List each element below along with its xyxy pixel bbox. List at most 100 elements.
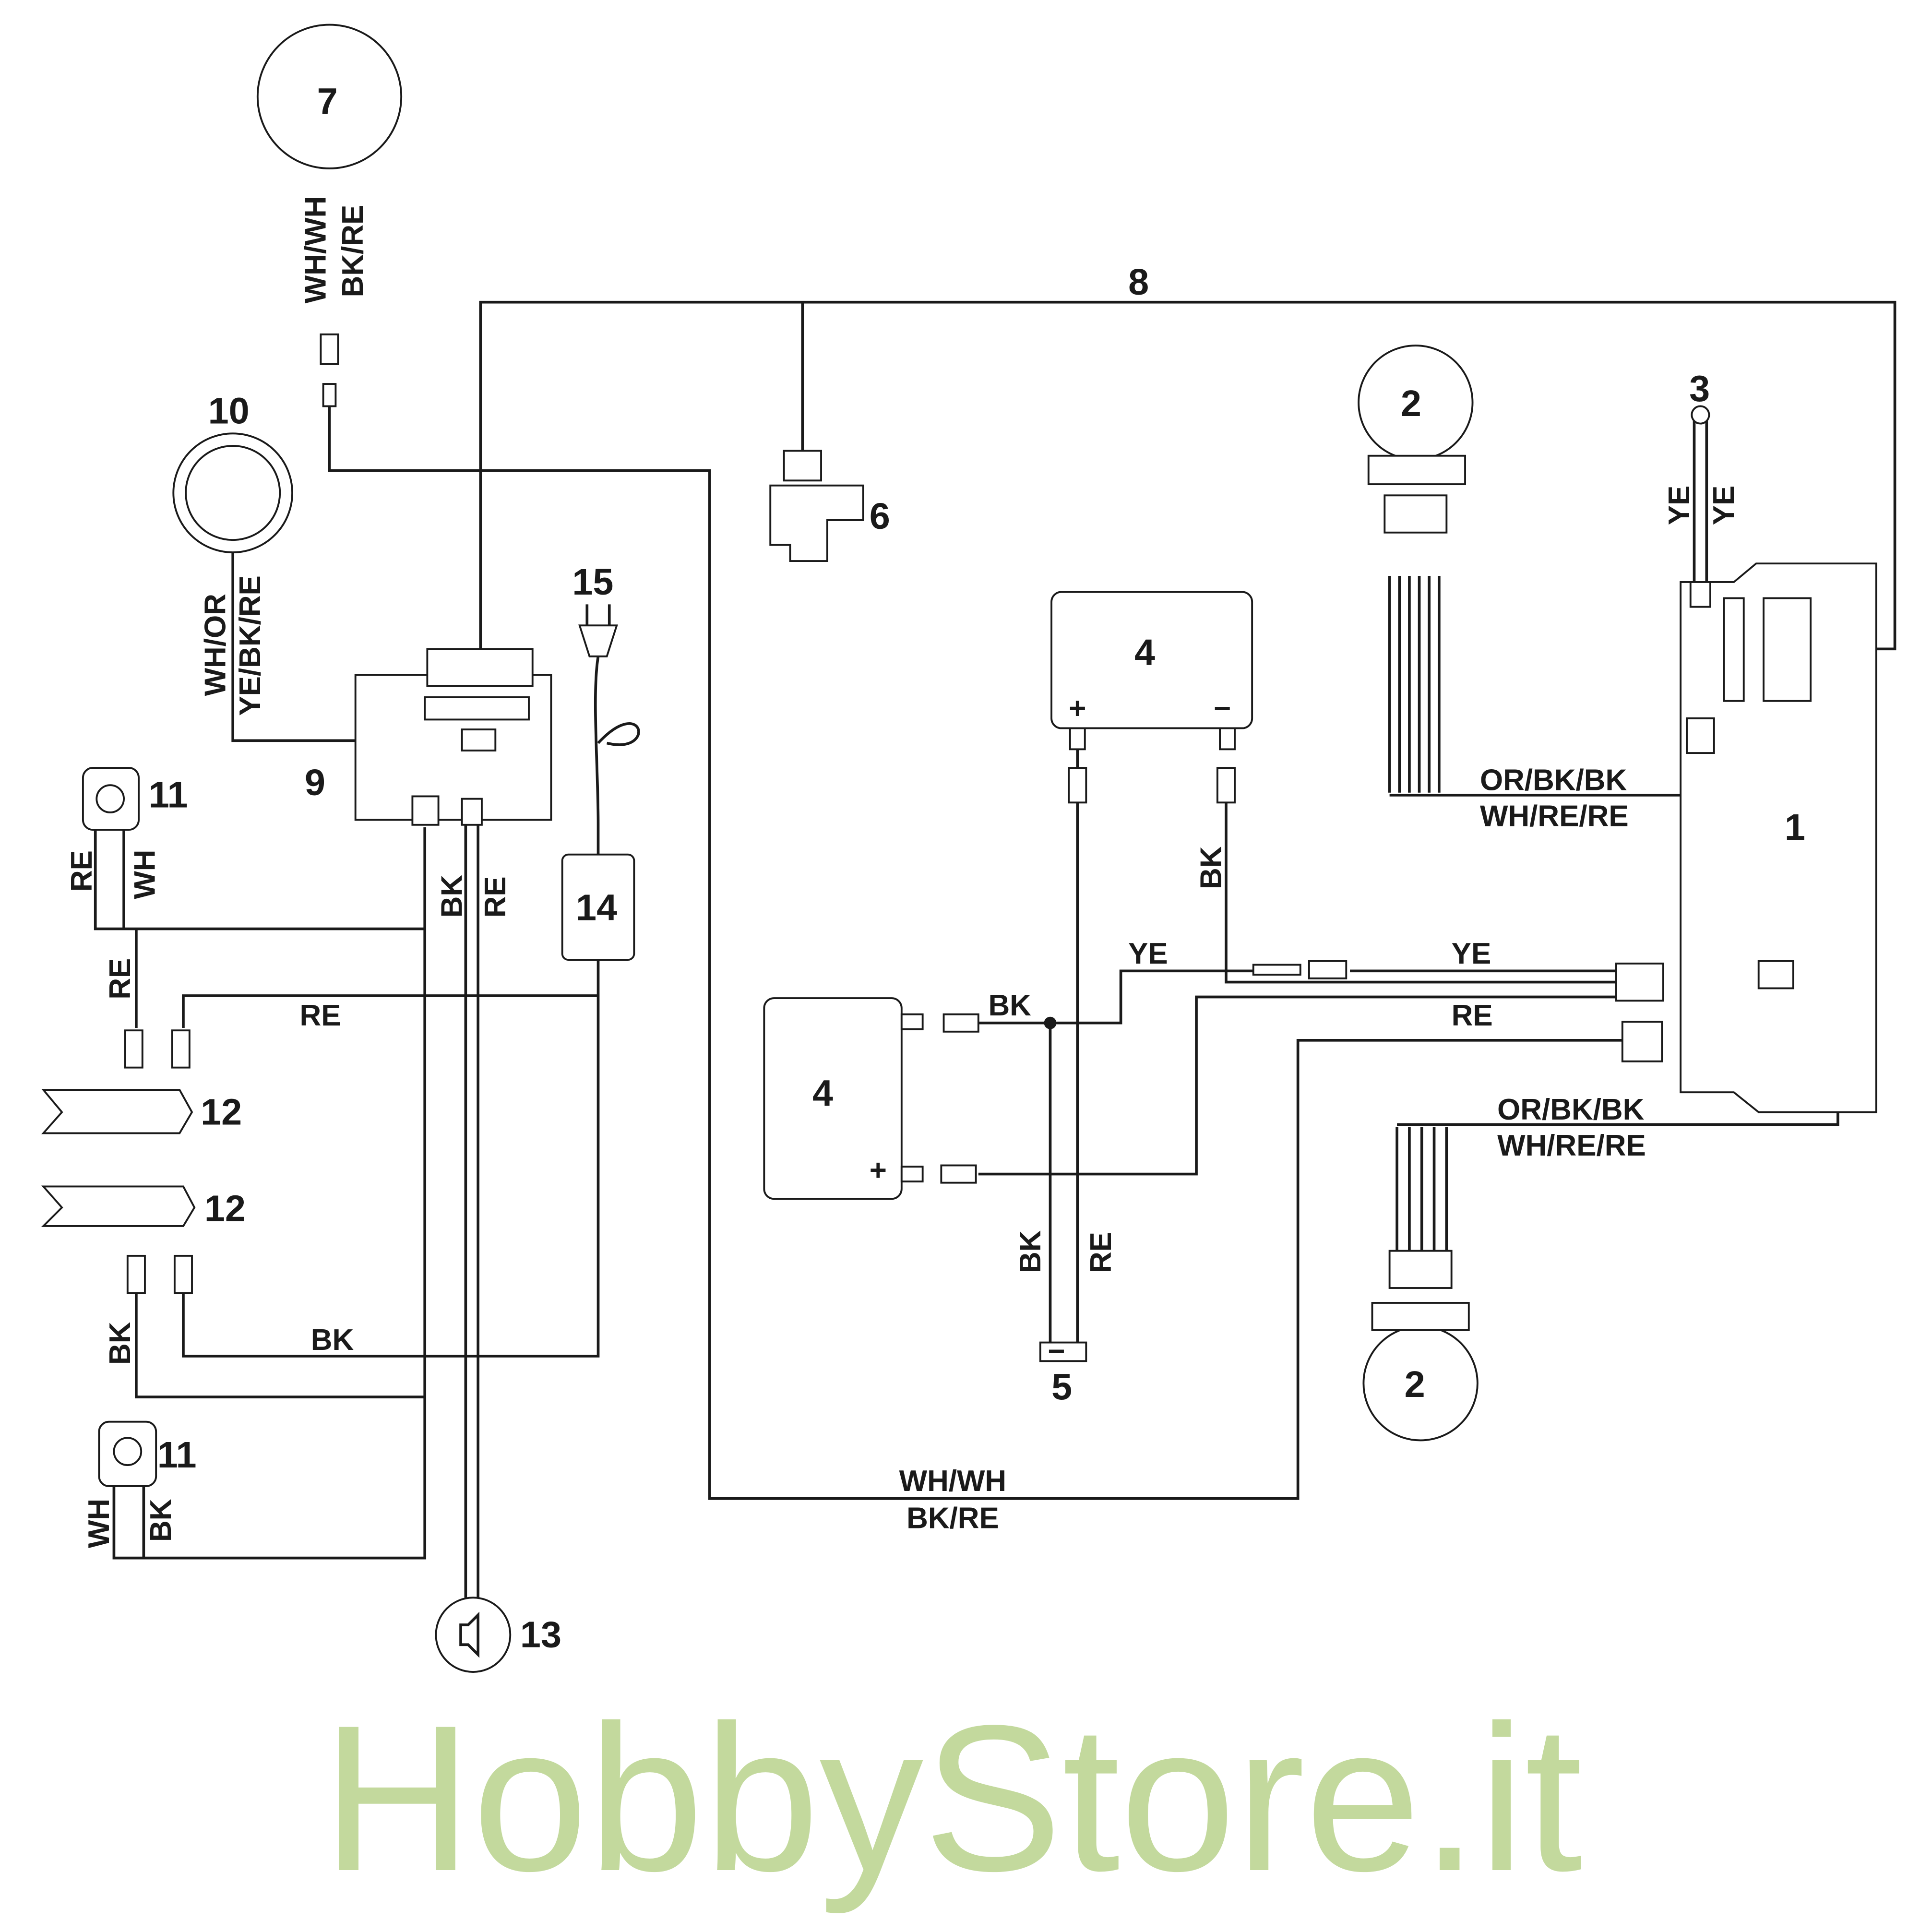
watermark: HobbyStore.it (322, 1682, 1583, 1916)
plus-sign-lower: + (870, 1154, 887, 1187)
motor-2-bottom-connector (1388, 1250, 1453, 1289)
label-2a: 2 (1401, 383, 1421, 424)
component-13-speaker (435, 1597, 512, 1673)
label-15: 15 (572, 561, 613, 603)
wire-label: BK (1195, 846, 1228, 889)
wire-label: BK (144, 1499, 178, 1542)
board-1-main-connector (1615, 962, 1664, 1002)
board-1-plug (1686, 717, 1715, 754)
wire-label: WH/WH (299, 196, 333, 304)
battery-lower-terminal-1 (900, 1013, 924, 1030)
label-4b: 4 (812, 1073, 833, 1114)
wire-label: RE (65, 850, 98, 892)
wire-label: YE (1663, 486, 1696, 525)
junction-dot (1044, 1016, 1057, 1029)
fuse-symbol: − (1048, 1335, 1065, 1368)
board-9-connector (426, 648, 534, 687)
wire-label: WH/RE/RE (1497, 1129, 1646, 1162)
component-12-lever (41, 1089, 193, 1134)
speaker-icon (459, 1611, 480, 1658)
fuse-ye (1252, 964, 1301, 976)
battery-terminal-minus (1219, 727, 1236, 751)
wire-label: WH/RE/RE (1480, 799, 1629, 833)
connector-7 (320, 333, 339, 365)
component-7-circle (256, 24, 403, 169)
board-9-plug (461, 728, 497, 751)
wire-label: BK/RE (336, 205, 370, 298)
label-4a: 4 (1134, 632, 1155, 673)
wire-label: OR/BK/BK (1480, 764, 1627, 797)
connector-4a (1068, 767, 1087, 804)
board-1-power-connector (1621, 1021, 1663, 1062)
component-6-board (769, 484, 864, 562)
component-3-sensor (1691, 405, 1710, 425)
wire-label: YE/BK/RE (234, 575, 267, 716)
wire-label: RE (300, 999, 341, 1032)
plus-sign-upper: + (1069, 692, 1086, 725)
label-2b: 2 (1405, 1364, 1425, 1405)
connector-4d (940, 1164, 977, 1184)
board-9-plug3 (461, 798, 483, 826)
label-14: 14 (576, 887, 617, 929)
connector-12c (126, 1254, 146, 1294)
component-12b-lever (41, 1185, 196, 1227)
minus-sign-upper: − (1214, 692, 1231, 725)
board-9-header (424, 696, 530, 721)
wire-label: YE (1128, 937, 1168, 970)
wire-label: WH/OR (199, 594, 232, 696)
label-13: 13 (520, 1614, 561, 1655)
wire-label: RE (1452, 999, 1493, 1032)
label-7: 7 (317, 81, 338, 122)
board-1-relay (1763, 597, 1812, 702)
connector-12d (173, 1254, 193, 1294)
component-5-fuse (1039, 1341, 1087, 1362)
battery-terminal-plus (1069, 727, 1086, 751)
wire-label: RE (104, 958, 137, 1000)
wire-label: BK (988, 989, 1031, 1022)
component-11-knob (95, 784, 125, 813)
label-3: 3 (1689, 368, 1710, 409)
component-10-inner (185, 445, 281, 541)
wire-label: RE (1085, 1232, 1118, 1273)
label-11a: 11 (149, 775, 188, 816)
plug-pins (585, 604, 611, 626)
label-9: 9 (305, 762, 325, 803)
wire-label: WH (83, 1499, 116, 1548)
board-1-header (1723, 597, 1745, 702)
wires (94, 300, 1896, 1598)
battery-lower-terminal-2 (900, 1166, 924, 1182)
wire-label: WH (129, 849, 162, 899)
connector-7b (322, 383, 337, 407)
label-5: 5 (1051, 1366, 1072, 1407)
component-11b-knob (113, 1437, 143, 1466)
label-10: 10 (208, 391, 250, 432)
board-1-motor-plug (1757, 960, 1794, 990)
label-12b: 12 (204, 1188, 246, 1229)
battery-4-upper (1050, 591, 1253, 729)
label-12a: 12 (201, 1091, 242, 1133)
battery-4-lower (763, 997, 903, 1200)
wire-label: OR/BK/BK (1497, 1093, 1644, 1126)
label-1: 1 (1785, 807, 1805, 848)
board-1-sensor-plug (1689, 581, 1711, 608)
charger-cord (594, 656, 640, 855)
motor-2-top-connector (1383, 494, 1448, 534)
wire-label: BK (311, 1324, 354, 1357)
label-8: 8 (1128, 262, 1149, 303)
component-15-plug (578, 624, 618, 657)
label-11b: 11 (157, 1434, 197, 1476)
wire-label: YE (1452, 937, 1491, 970)
wire-label: BK (436, 875, 469, 918)
board-9-plug2 (411, 795, 440, 826)
connector-ye (1308, 960, 1348, 979)
wire-label: BK/RE (906, 1502, 999, 1535)
component-6-connector (783, 450, 822, 482)
wire-label: YE (1707, 486, 1741, 525)
connector-12a (124, 1029, 143, 1069)
connector-4c (942, 1013, 979, 1033)
wire-label: RE (479, 876, 512, 918)
connector-4b (1216, 767, 1236, 804)
wire-label: WH/WH (899, 1465, 1007, 1498)
